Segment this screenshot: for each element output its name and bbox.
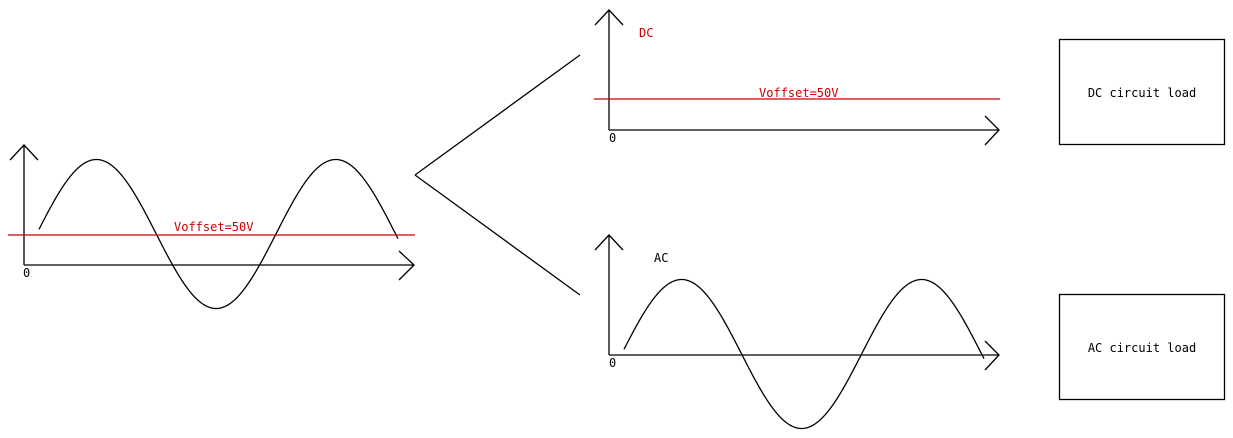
- splitter: [414, 54, 581, 296]
- dc-load-label: DC circuit load: [1088, 86, 1196, 100]
- dc-y-arrowhead: [594, 9, 624, 26]
- ac-origin-label: 0: [609, 356, 616, 370]
- splitter-upper-line: [414, 54, 581, 176]
- dc-load-box: [1058, 38, 1226, 146]
- dc-plot: [594, 9, 1000, 146]
- left-x-arrowhead: [398, 250, 415, 281]
- left-y-arrowhead: [9, 144, 39, 161]
- ac-plot: [594, 234, 1000, 430]
- dc-offset-label: Voffset=50V: [759, 86, 838, 100]
- ac-x-arrowhead: [984, 340, 1000, 371]
- left-offset-label: Voffset=50V: [174, 220, 253, 234]
- dc-origin-label: 0: [609, 131, 616, 145]
- ac-load-label: AC circuit load: [1088, 341, 1196, 355]
- ac-title: AC: [654, 251, 668, 265]
- ac-sine-wave: [623, 278, 985, 430]
- splitter-lower-line: [414, 174, 581, 296]
- ac-load-box: [1058, 293, 1226, 401]
- dc-title: DC: [639, 26, 653, 40]
- left-origin-label: 0: [23, 266, 30, 280]
- left-sine-wave: [38, 158, 399, 310]
- left-plot: [8, 144, 415, 310]
- ac-y-arrowhead: [594, 234, 624, 251]
- dc-x-arrowhead: [984, 115, 1000, 146]
